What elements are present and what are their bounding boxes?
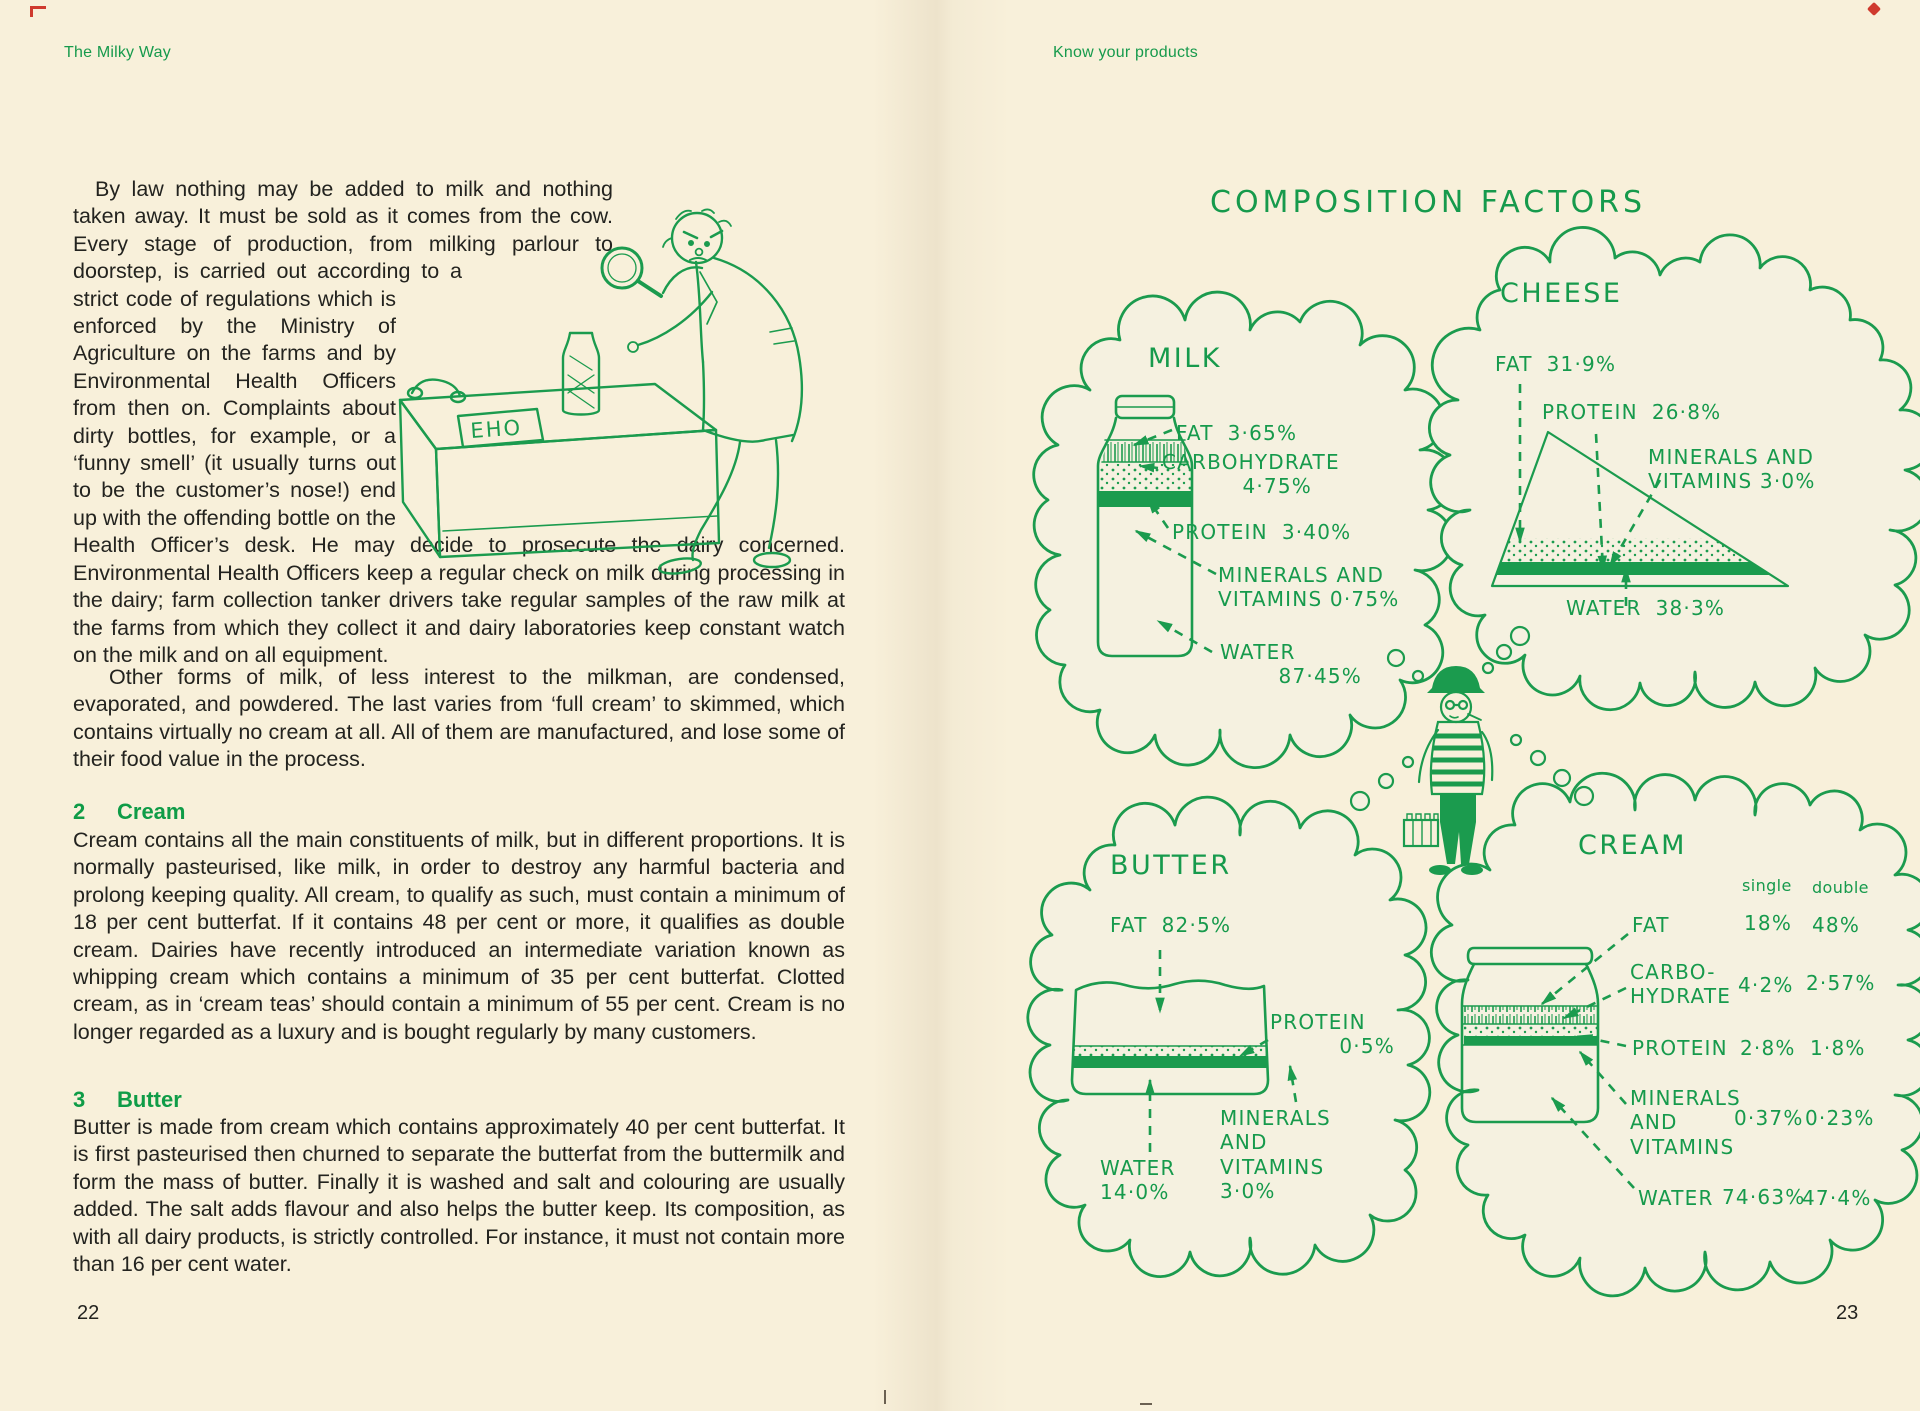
cream-minerals-single: 0·37% (1734, 1106, 1804, 1130)
registration-mark (30, 6, 46, 9)
section-heading-cream: 2 Cream (73, 799, 185, 825)
cream-carb-double: 2·57% (1806, 971, 1876, 995)
diagram-arrows (1132, 384, 1662, 1189)
trim-tick (1140, 1403, 1152, 1405)
cream-protein-single: 2·8% (1740, 1036, 1796, 1060)
butter-minerals-row: MINERALS AND VITAMINS 3·0% (1220, 1106, 1331, 1204)
cream-carb-single: 4·2% (1738, 973, 1794, 997)
milkman-stripes (1430, 733, 1485, 787)
milk-minerals-row: MINERALS AND VITAMINS 0·75% (1218, 563, 1400, 612)
section-heading-butter: 3 Butter (73, 1087, 182, 1113)
milk-bubble-title: MILK (1148, 343, 1223, 374)
section-title: Butter (117, 1087, 182, 1112)
butter-bubble-title: BUTTER (1110, 850, 1232, 881)
registration-mark (1866, 1, 1882, 17)
milkman-trousers (1440, 794, 1476, 864)
cream-water-double: 47·4% (1802, 1186, 1872, 1210)
diagram-title: COMPOSITION FACTORS (1210, 185, 1647, 220)
cream-bubble-title: CREAM (1578, 830, 1687, 861)
cream-carb-label: CARBO-HYDRATE (1630, 960, 1732, 1009)
cream-minerals-label: MINERALS AND VITAMINS (1630, 1086, 1741, 1159)
section-title: Cream (117, 799, 186, 824)
cream-protein-double: 1·8% (1810, 1036, 1866, 1060)
running-head-right: Know your products (1053, 44, 1199, 61)
registration-mark (30, 6, 33, 17)
paragraph-milk-law: By law nothing may be added to milk and … (73, 176, 845, 669)
cream-fat-label: FAT (1632, 913, 1670, 937)
cheese-bubble-title: CHEESE (1500, 278, 1623, 309)
page-number-left: 22 (77, 1302, 100, 1324)
cream-protein-label: PROTEIN (1632, 1036, 1728, 1060)
cheese-minerals-row: MINERALS AND VITAMINS 3·0% (1648, 445, 1816, 494)
cream-fat-single: 18% (1744, 911, 1793, 935)
butter-water-row: WATER 14·0% (1100, 1156, 1176, 1205)
paragraph-cream: Cream contains all the main constituents… (73, 828, 845, 1044)
cream-col-single: single (1742, 876, 1792, 895)
milkman-cap (1427, 666, 1485, 693)
running-head-left: The Milky Way (64, 44, 171, 61)
milkman-figure (1402, 666, 1494, 875)
paragraph-butter: Butter is made from cream which contains… (73, 1115, 845, 1277)
cream-minerals-double: 0·23% (1805, 1106, 1875, 1130)
page-number-right: 23 (1836, 1302, 1859, 1324)
cream-col-double: double (1812, 878, 1869, 897)
paragraph-other-milk: Other forms of milk, of less interest to… (73, 665, 845, 772)
cream-water-single: 74·63% (1722, 1185, 1806, 1209)
thought-clouds (1026, 226, 1920, 1298)
butter-pat-drawing (1070, 979, 1270, 1096)
cream-fat-double: 48% (1812, 913, 1861, 937)
illustration-float-spacer (404, 176, 845, 532)
section-number: 3 (73, 1087, 86, 1112)
section-number: 2 (73, 799, 86, 824)
cream-jar-drawing (1460, 946, 1600, 1124)
thought-bubble-trails (1349, 625, 1595, 812)
trim-tick (884, 1390, 886, 1404)
paragraph-text: By law nothing may be added to milk and … (73, 177, 845, 667)
bottle-crate-icon (1402, 813, 1440, 848)
page-fold-shadow (872, 0, 1012, 1411)
cream-water-label: WATER (1638, 1186, 1714, 1210)
